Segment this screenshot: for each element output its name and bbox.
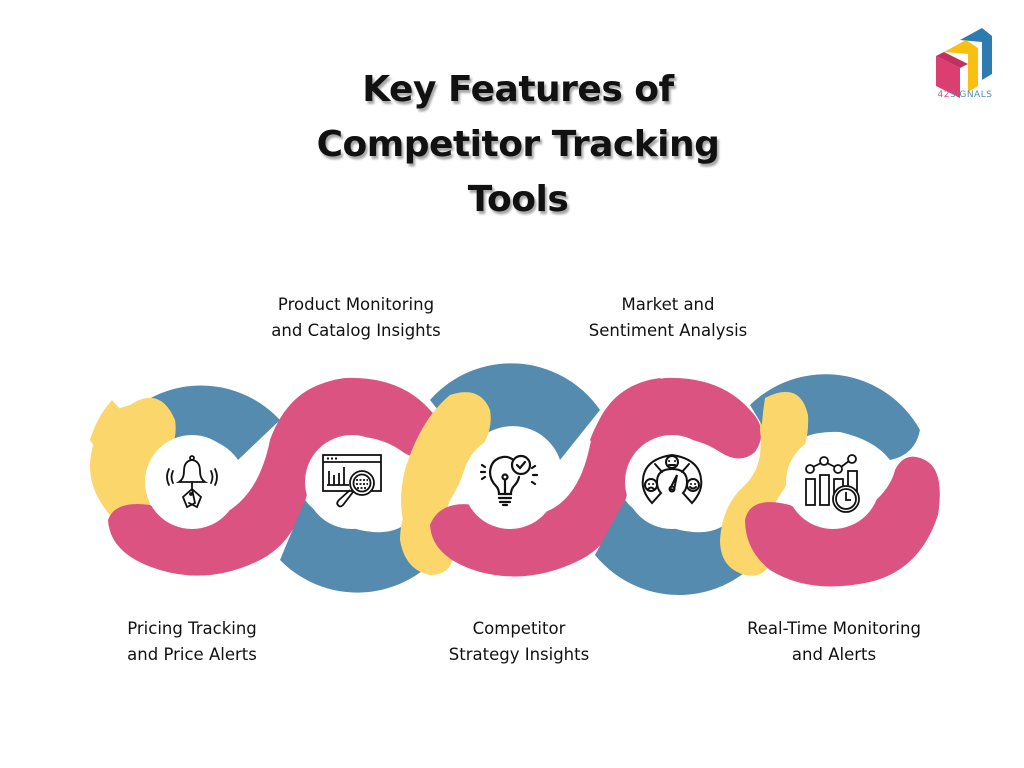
title-line-2: Competitor Tracking: [316, 124, 720, 165]
feature-label-pricing: Pricing Tracking and Price Alerts: [127, 619, 257, 664]
hub-3: [463, 435, 557, 529]
feature-label-sentiment: Market and Sentiment Analysis: [588, 295, 748, 340]
title-line-1: Key Features of: [362, 69, 674, 110]
ring-4: [590, 377, 801, 595]
lightbulb-check-icon: [479, 454, 539, 507]
page-title: Key Features of Competitor Tracking Tool…: [0, 62, 1024, 227]
logo-wordmark: 42SIGNALS: [937, 90, 993, 100]
feature-label-strategy: Competitor Strategy Insights: [448, 619, 590, 664]
feature-label-product: Product Monitoring and Catalog Insights: [271, 295, 441, 340]
feature-label-realtime: Real-Time Monitoring and Alerts: [747, 619, 921, 664]
dashboard-magnifier-icon: [322, 454, 382, 508]
cube-logo-icon: [936, 28, 992, 98]
chart-clock-icon: [805, 454, 860, 513]
sentiment-gauge-icon: [641, 453, 703, 505]
title-line-3: Tools: [467, 179, 569, 220]
bell-price-tag-icon: [166, 455, 218, 509]
hub-4: [625, 435, 719, 529]
